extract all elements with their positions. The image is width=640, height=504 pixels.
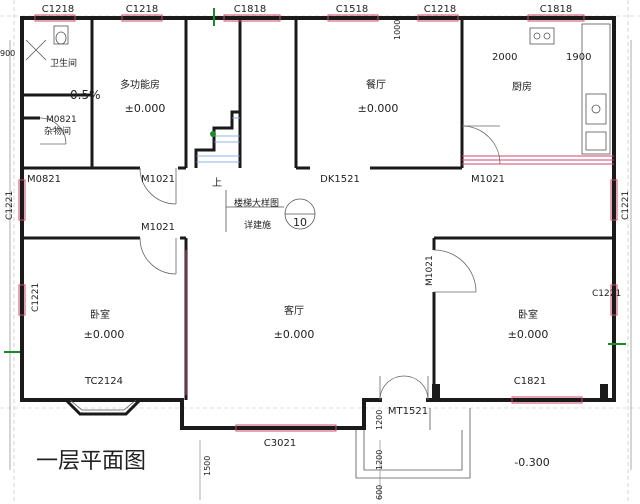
stair-ref-num: 10 (293, 216, 307, 229)
window-code-top-2: C1218 (126, 4, 158, 15)
window-code-right-bedroom: C1221 (592, 289, 621, 299)
v-dim-top: 1000 (393, 20, 402, 40)
room-label-dining: 餐厅 (366, 78, 386, 91)
drawing-title: 一层平面图 (36, 449, 146, 474)
window-code-top-6: C1818 (540, 4, 572, 15)
dimension-lines (9, 40, 632, 500)
door-code-m1021-kitchen: M1021 (471, 174, 505, 185)
dim-bottom-c: 1200 (375, 450, 384, 470)
window-code-top-1: C1218 (42, 4, 74, 15)
elev-bedroom-right: ±0.000 (508, 328, 549, 341)
window-marks (18, 14, 618, 432)
outer-walls (20, 16, 616, 430)
kitchen-dim-right: 1900 (566, 52, 591, 63)
window-code-right-mid: C1221 (621, 191, 631, 220)
window-code-left-mid: C1221 (5, 191, 15, 220)
kitchen-counter (529, 23, 611, 155)
porch-steps (355, 384, 608, 479)
room-label-bedroom-left: 卧室 (90, 308, 110, 321)
elev-multi-room: ±0.000 (125, 102, 166, 115)
door-code-mt1521: MT1521 (388, 406, 428, 417)
door-code-m0821-bath: M0821 (46, 115, 77, 125)
door-swings (39, 117, 501, 401)
dim-left-top: 900 (0, 49, 15, 58)
door-code-m0821-store: M0821 (27, 174, 61, 185)
window-code-top-4: C1518 (336, 4, 368, 15)
window-code-bottom-right: C1821 (514, 376, 546, 387)
window-code-bottom-left: TC2124 (84, 376, 123, 387)
stair-ref-line1: 楼梯大样图 (234, 197, 279, 209)
dim-bottom-d: 600 (375, 485, 384, 500)
slope-label: 0.5% (70, 88, 101, 102)
room-label-kitchen: 厨房 (512, 80, 532, 93)
room-label-bedroom-right: 卧室 (518, 308, 538, 321)
elev-living: ±0.000 (274, 328, 315, 341)
elev-dining: ±0.000 (358, 102, 399, 115)
room-label-storage: 杂物间 (44, 125, 71, 137)
kitchen-dim-left: 2000 (492, 52, 517, 63)
stair-up-label: 上 (212, 177, 222, 189)
room-label-multi-room: 多功能房 (120, 78, 160, 91)
window-code-left-bedroom: C1221 (31, 283, 41, 312)
elev-bedroom-left: ±0.000 (84, 328, 125, 341)
dim-bottom-e: 1200 (375, 410, 384, 430)
window-code-top-5: C1218 (424, 4, 456, 15)
door-code-m1021-bed-right: M1021 (425, 255, 435, 286)
bathroom-fixtures (25, 25, 69, 61)
door-code-m1021-bed-left: M1021 (141, 222, 175, 233)
door-code-dk1521: DK1521 (320, 174, 360, 185)
window-code-bottom-mid: C3021 (264, 438, 296, 449)
stair-ref-line2: 详建施 (244, 219, 271, 231)
room-label-bathroom: 卫生间 (50, 57, 77, 69)
axis-ticks (4, 8, 626, 353)
window-code-top-3: C1818 (234, 4, 266, 15)
elev-outside: -0.300 (514, 456, 549, 469)
inner-walls (22, 18, 614, 400)
bay-window (64, 398, 142, 416)
door-code-m1021-multi: M1021 (141, 174, 175, 185)
dim-bottom-a: 1500 (203, 456, 212, 476)
room-label-living: 客厅 (284, 304, 304, 317)
stair (194, 110, 316, 232)
